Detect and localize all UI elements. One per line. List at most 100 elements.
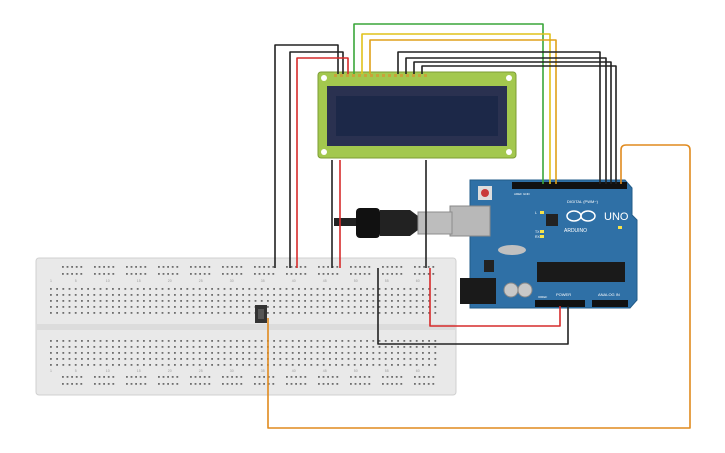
breadboard-hole[interactable] [242, 306, 244, 308]
breadboard-hole[interactable] [130, 340, 133, 342]
breadboard-hole[interactable] [428, 294, 430, 296]
breadboard-hole[interactable] [135, 266, 137, 268]
breadboard-hole[interactable] [223, 346, 226, 348]
breadboard-hole[interactable] [223, 294, 226, 296]
breadboard-hole[interactable] [395, 273, 398, 275]
breadboard-hole[interactable] [118, 346, 120, 348]
breadboard-hole[interactable] [409, 358, 412, 360]
breadboard-hole[interactable] [434, 300, 437, 302]
breadboard-hole[interactable] [329, 364, 331, 366]
breadboard-hole[interactable] [198, 364, 201, 366]
breadboard-hole[interactable] [395, 376, 398, 378]
breadboard-hole[interactable] [126, 266, 128, 268]
breadboard-hole[interactable] [391, 376, 393, 378]
breadboard-hole[interactable] [422, 306, 424, 308]
breadboard-hole[interactable] [267, 294, 269, 296]
breadboard-hole[interactable] [298, 352, 300, 354]
breadboard-hole[interactable] [149, 288, 151, 290]
breadboard-hole[interactable] [99, 306, 102, 308]
breadboard-hole[interactable] [62, 352, 65, 354]
breadboard-hole[interactable] [87, 340, 89, 342]
breadboard-hole[interactable] [359, 266, 361, 268]
breadboard-hole[interactable] [68, 352, 71, 354]
breadboard-hole[interactable] [248, 346, 251, 348]
breadboard-hole[interactable] [248, 294, 251, 296]
breadboard-hole[interactable] [254, 376, 256, 378]
breadboard-hole[interactable] [144, 273, 147, 275]
breadboard-hole[interactable] [56, 312, 58, 314]
breadboard-hole[interactable] [279, 300, 282, 302]
breadboard-hole[interactable] [161, 340, 164, 342]
breadboard-hole[interactable] [50, 306, 52, 308]
breadboard-hole[interactable] [279, 312, 282, 314]
breadboard-hole[interactable] [415, 306, 418, 308]
breadboard-hole[interactable] [258, 266, 261, 268]
breadboard-hole[interactable] [80, 273, 83, 275]
breadboard-hole[interactable] [285, 352, 288, 354]
breadboard-hole[interactable] [162, 273, 165, 275]
breadboard-hole[interactable] [254, 346, 257, 348]
breadboard-hole[interactable] [322, 312, 325, 314]
breadboard-hole[interactable] [295, 266, 297, 268]
breadboard-hole[interactable] [135, 273, 137, 275]
breadboard-hole[interactable] [291, 312, 294, 314]
breadboard-hole[interactable] [304, 364, 306, 366]
breadboard-hole[interactable] [327, 383, 329, 385]
breadboard-hole[interactable] [434, 294, 437, 296]
lcd-pin[interactable] [400, 74, 403, 77]
breadboard-hole[interactable] [236, 312, 238, 314]
breadboard-hole[interactable] [363, 266, 366, 268]
breadboard-hole[interactable] [360, 294, 362, 296]
breadboard-hole[interactable] [341, 346, 344, 348]
breadboard-hole[interactable] [272, 266, 275, 268]
breadboard-hole[interactable] [273, 294, 275, 296]
breadboard-hole[interactable] [139, 266, 142, 268]
breadboard-hole[interactable] [341, 352, 344, 354]
lcd-pin[interactable] [352, 74, 355, 77]
breadboard-hole[interactable] [192, 346, 195, 348]
breadboard-hole[interactable] [254, 352, 257, 354]
breadboard-hole[interactable] [167, 352, 170, 354]
breadboard-hole[interactable] [161, 288, 164, 290]
breadboard-hole[interactable] [62, 306, 65, 308]
breadboard-hole[interactable] [434, 340, 437, 342]
breadboard-hole[interactable] [143, 340, 145, 342]
lcd-pin[interactable] [412, 74, 415, 77]
breadboard-hole[interactable] [341, 340, 344, 342]
breadboard-hole[interactable] [291, 340, 294, 342]
breadboard-hole[interactable] [260, 294, 263, 296]
breadboard-hole[interactable] [403, 300, 406, 302]
breadboard-hole[interactable] [428, 358, 430, 360]
breadboard-hole[interactable] [81, 346, 83, 348]
breadboard-hole[interactable] [366, 340, 368, 342]
breadboard-hole[interactable] [260, 340, 263, 342]
breadboard-hole[interactable] [186, 346, 189, 348]
breadboard-hole[interactable] [130, 312, 133, 314]
breadboard-hole[interactable] [272, 376, 275, 378]
breadboard-hole[interactable] [397, 364, 399, 366]
breadboard-hole[interactable] [190, 266, 192, 268]
breadboard-hole[interactable] [112, 346, 114, 348]
breadboard-hole[interactable] [403, 294, 406, 296]
breadboard-hole[interactable] [279, 346, 282, 348]
breadboard-hole[interactable] [267, 273, 270, 275]
breadboard-hole[interactable] [391, 300, 393, 302]
breadboard-hole[interactable] [158, 376, 160, 378]
breadboard-hole[interactable] [290, 376, 293, 378]
breadboard-hole[interactable] [316, 364, 319, 366]
breadboard-hole[interactable] [87, 352, 89, 354]
breadboard-hole[interactable] [130, 300, 133, 302]
breadboard-hole[interactable] [62, 294, 65, 296]
breadboard-hole[interactable] [331, 383, 334, 385]
breadboard-hole[interactable] [124, 358, 127, 360]
breadboard-hole[interactable] [428, 364, 430, 366]
breadboard-hole[interactable] [322, 352, 325, 354]
breadboard-hole[interactable] [341, 300, 344, 302]
breadboard-hole[interactable] [422, 352, 424, 354]
breadboard-hole[interactable] [180, 358, 182, 360]
breadboard-hole[interactable] [93, 300, 96, 302]
breadboard-hole[interactable] [428, 340, 430, 342]
breadboard-hole[interactable] [226, 266, 229, 268]
breadboard-hole[interactable] [310, 358, 313, 360]
breadboard-hole[interactable] [66, 376, 69, 378]
